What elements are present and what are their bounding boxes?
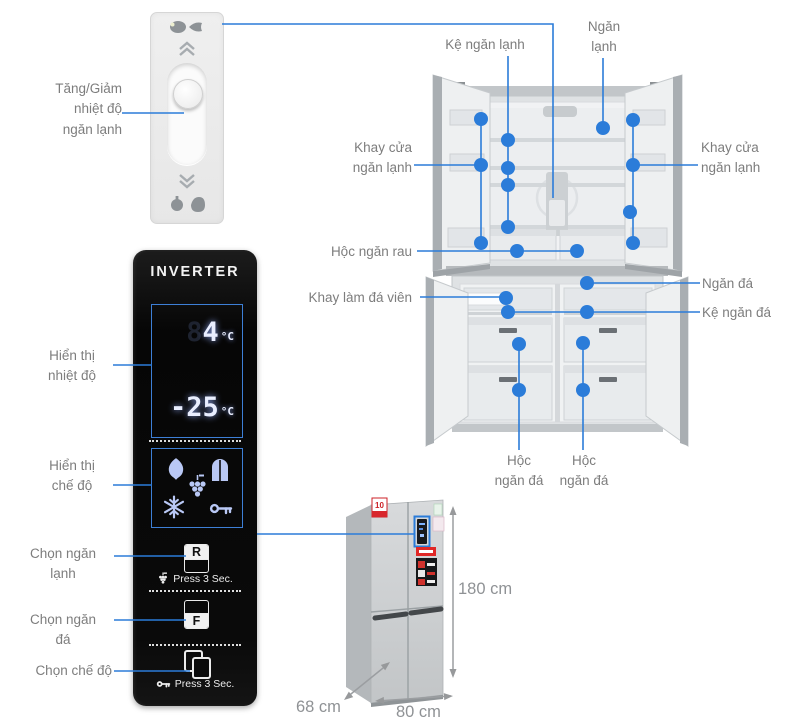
brand-logo: INVERTER — [150, 264, 240, 280]
separator — [149, 440, 241, 442]
meat-fish-icons — [170, 21, 202, 33]
label-freezer-drawer-left: Hộc ngăn đá — [494, 453, 544, 489]
open-fridge-top — [432, 74, 683, 272]
mode-select-button — [183, 650, 211, 679]
dimension-depth: 68 cm — [296, 698, 341, 716]
grapes-icon — [189, 474, 206, 497]
closed-fridge: 10 — [344, 497, 457, 707]
label-freezer-compartment: Ngăn đá — [702, 276, 754, 291]
label-mode-display: Hiển thị chế độ — [49, 458, 95, 494]
key-icon-small — [156, 681, 170, 688]
key-icon — [209, 503, 233, 515]
label-shelf-fridge: Kệ ngăn lạnh — [445, 37, 525, 52]
slider-knob — [173, 79, 203, 109]
dimension-width: 80 cm — [396, 703, 441, 721]
leaf-icon — [168, 458, 184, 480]
callout-dots — [474, 112, 640, 397]
press-hint-fridge: Press 3 Sec. — [133, 572, 257, 585]
label-ice-tray: Khay làm đá viên — [308, 290, 412, 305]
freezer-select-button: F — [184, 600, 209, 629]
label-freezer-drawer-right: Hộc ngăn đá — [559, 453, 609, 489]
separator — [149, 644, 241, 646]
label-select-freezer: Chọn ngăn đá — [29, 612, 97, 648]
dimension-height: 180 cm — [458, 580, 513, 598]
label-door-tray-right: Khay cửa ngăn lạnh — [701, 140, 761, 176]
label-fridge-compartment: Ngăn lạnh — [587, 19, 621, 55]
grapes-icon-small — [159, 572, 168, 584]
ghost-digit: 8 — [186, 317, 203, 348]
vegetable-icons — [171, 196, 205, 212]
chevron-up-icon — [179, 41, 195, 56]
label-veg-drawer: Hộc ngăn rau — [330, 244, 412, 259]
label-select-fridge: Chọn ngăn lạnh — [29, 546, 97, 582]
dimension-arrows — [345, 510, 454, 702]
label-door-tray-left: Khay cửa ngăn lạnh — [352, 140, 412, 176]
mode-display — [151, 448, 243, 528]
open-fridge-freezer — [425, 275, 689, 447]
snowflake-icon — [163, 495, 185, 519]
label-temp-display: Hiển thị nhiệt độ — [47, 348, 97, 384]
label-temp-adjust: Tăng/Giảm nhiệt độ ngăn lạnh — [55, 81, 122, 137]
door-icon — [212, 459, 228, 481]
chevron-down-icon — [179, 174, 195, 189]
freezer-temp-display: -25°C — [169, 392, 234, 423]
temperature-slider-unit — [150, 12, 224, 224]
label-shelf-freezer: Kệ ngăn đá — [702, 305, 772, 320]
fridge-stickers: 10 — [371, 497, 445, 586]
separator — [149, 590, 241, 592]
press-hint-mode: Press 3 Sec. — [133, 678, 257, 690]
label-select-mode: Chọn chế độ — [35, 663, 112, 678]
svg-text:10: 10 — [375, 501, 384, 510]
fridge-select-button: R — [184, 544, 209, 573]
open-fridge-middle — [433, 264, 682, 277]
